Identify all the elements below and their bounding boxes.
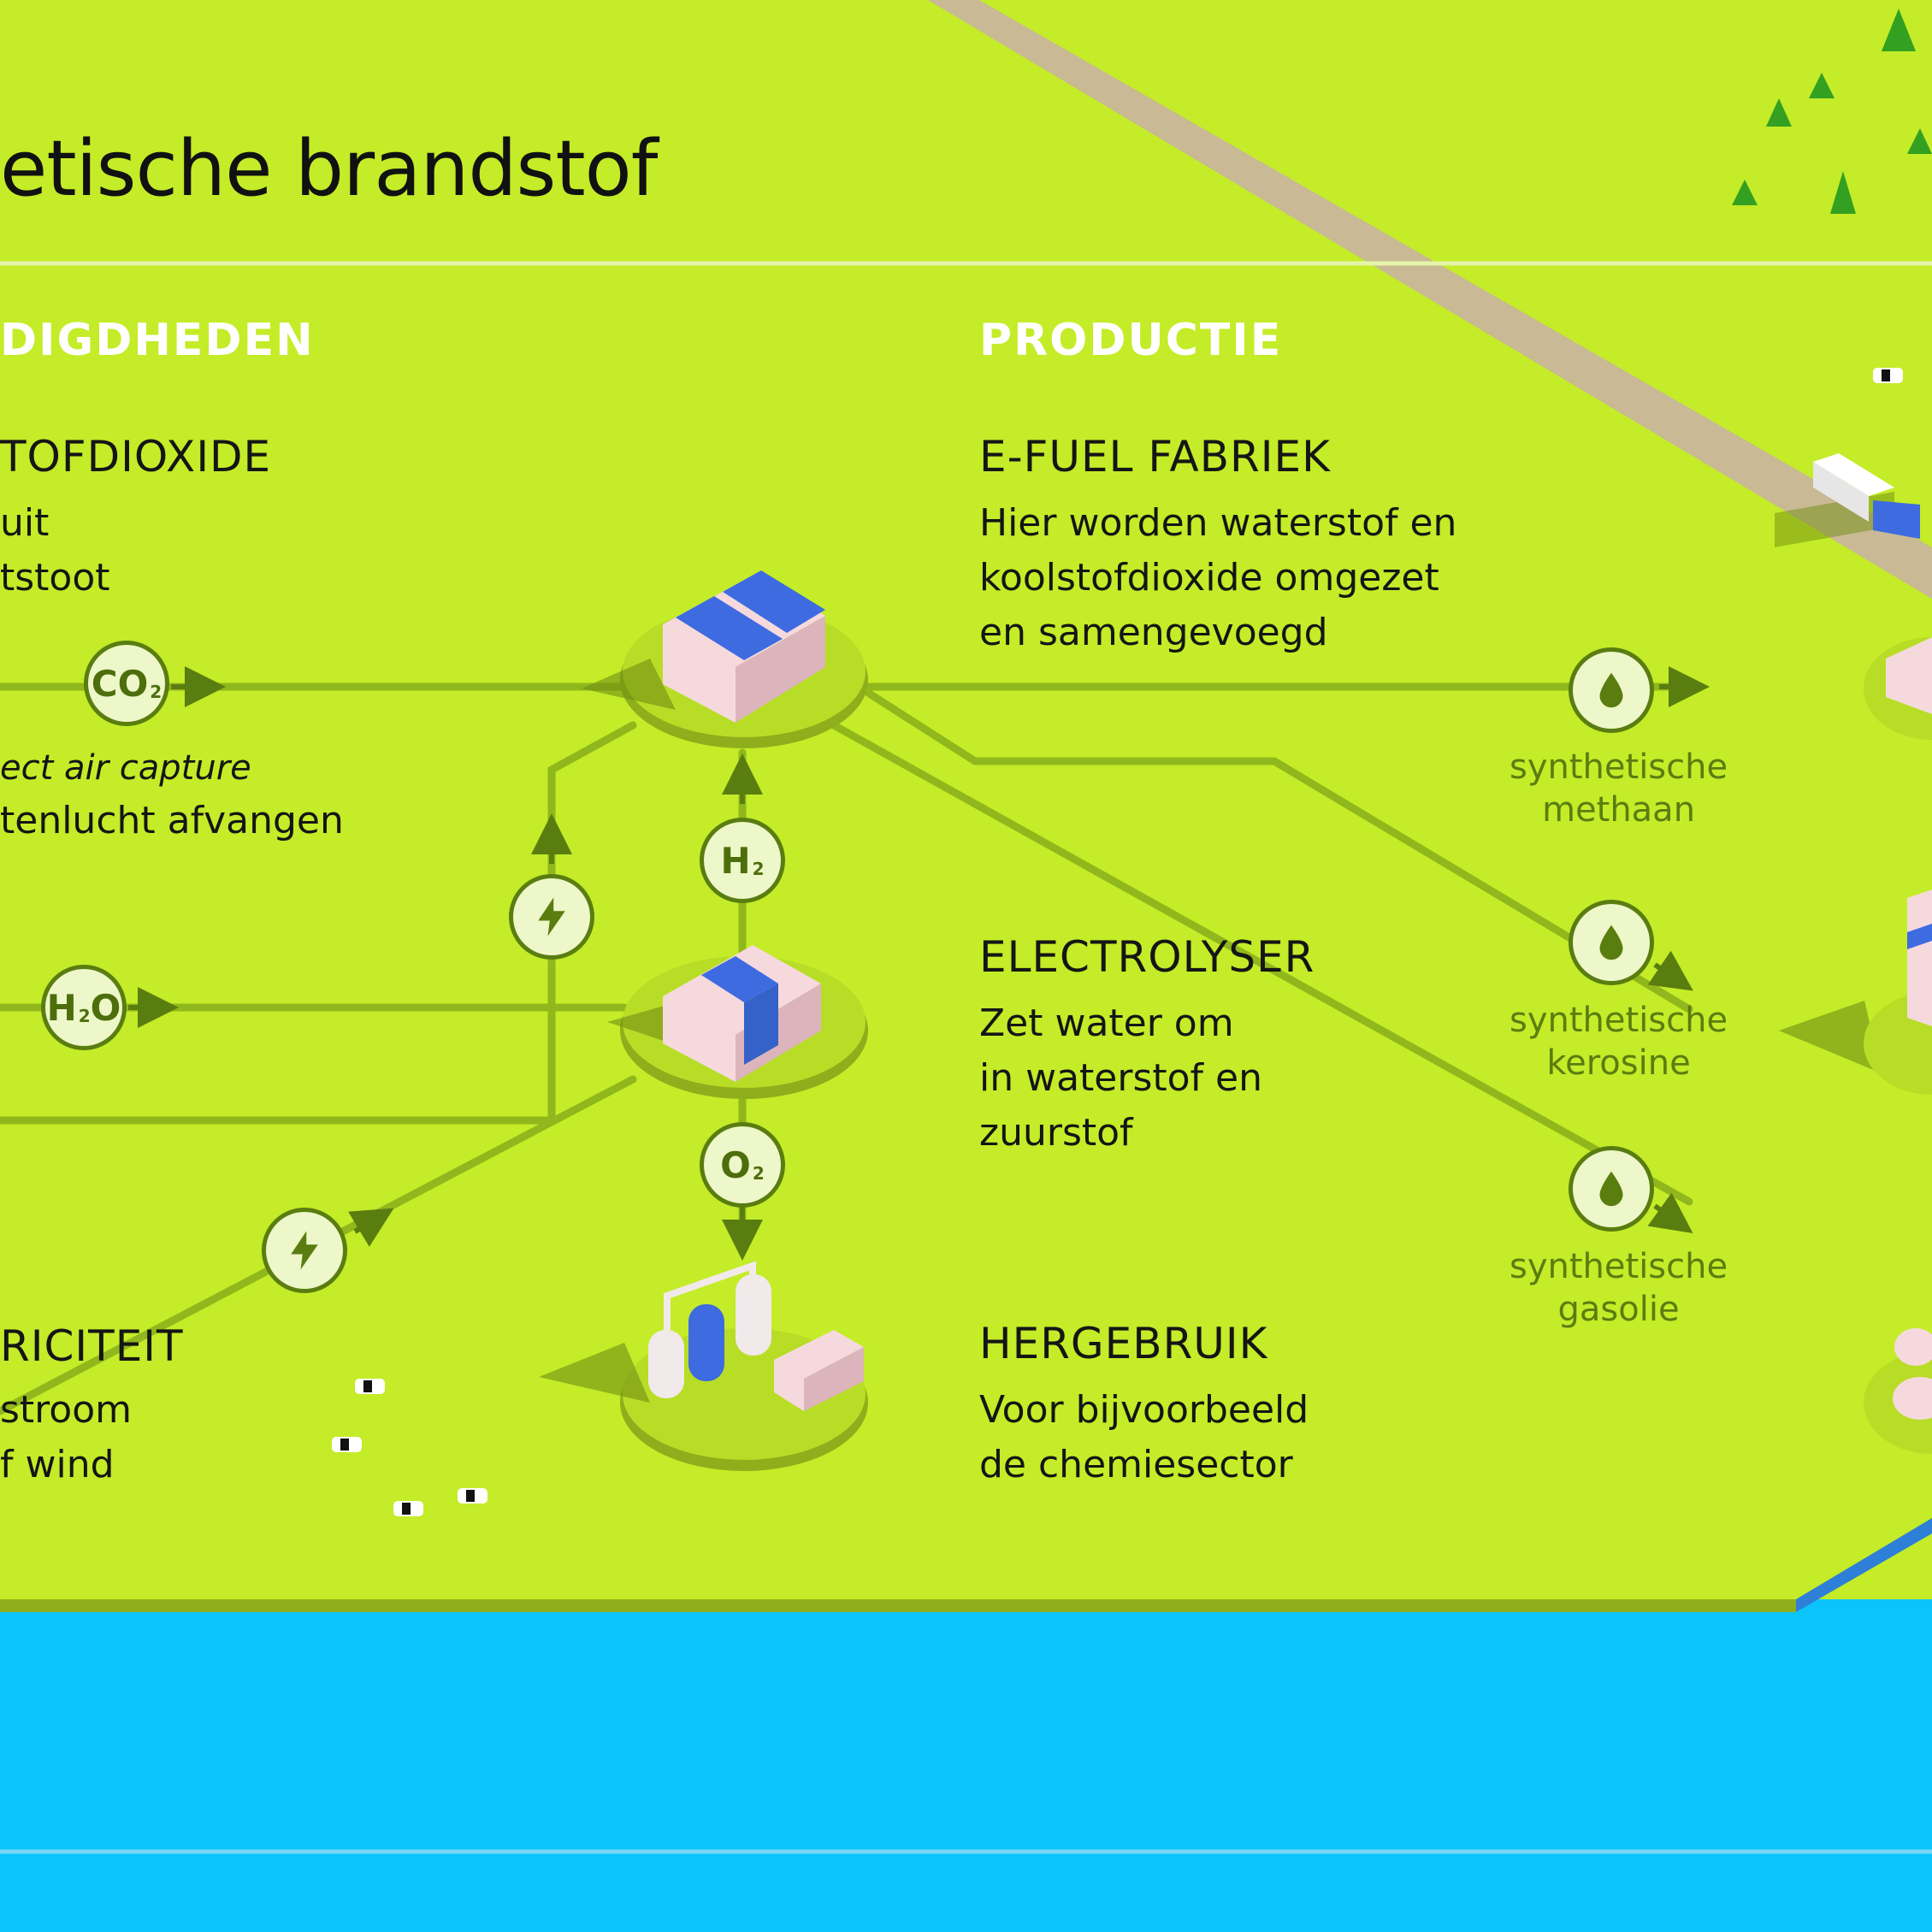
page-title: etische brandstof <box>0 124 658 214</box>
trees <box>1732 9 1932 214</box>
co2-main: CO <box>91 662 149 705</box>
fuel-label-gasolie: synthetische gasolie <box>1510 1247 1728 1329</box>
cows <box>332 368 1903 1516</box>
land-edge <box>0 1599 1796 1612</box>
h2o-sub: 2 <box>78 1006 91 1026</box>
lightning-icon <box>509 874 594 960</box>
electricity-line-2: f wind <box>0 1443 115 1486</box>
drop-icon <box>1569 900 1654 985</box>
drop-icon <box>1569 647 1654 733</box>
section-needs: DIGDHEDEN <box>0 315 315 366</box>
electricity-line-1: stroom <box>0 1388 132 1432</box>
water <box>0 1599 1932 1932</box>
section-production: PRODUCTIE <box>979 315 1283 366</box>
land-edge-right <box>1796 1518 1932 1612</box>
fuel-label-kerosine: synthetische kerosine <box>1510 1001 1728 1083</box>
dac-line: tenlucht afvangen <box>0 799 344 842</box>
dac-italic: ect air capture <box>0 748 251 788</box>
drop-icon <box>1569 1146 1654 1232</box>
co2-line-1: uit <box>0 501 50 545</box>
co2-sub: 2 <box>150 682 162 702</box>
electrolyser-heading: ELECTROLYSER <box>979 932 1315 982</box>
electricity-heading: RICITEIT <box>0 1321 184 1371</box>
h2-main: H <box>720 839 751 882</box>
road <box>928 0 1932 599</box>
reuse-body: Voor bijvoorbeeld de chemiesector <box>979 1388 1309 1486</box>
efuel-body: Hier worden waterstof en koolstofdioxide… <box>979 501 1457 654</box>
h2-sub: 2 <box>752 859 765 879</box>
co2-line-2: tstoot <box>0 556 110 600</box>
truck <box>1775 453 1920 547</box>
fuel-label-methaan: synthetische methaan <box>1510 747 1728 830</box>
reuse-plant <box>539 1261 868 1471</box>
o2-main: O <box>720 1143 751 1186</box>
right-edge-buildings <box>1779 637 1932 1454</box>
o2-sub: 2 <box>752 1163 765 1184</box>
electrolyser-plant <box>607 945 868 1099</box>
h2o-main: H <box>46 986 77 1029</box>
co2-heading: TOFDIOXIDE <box>0 432 272 482</box>
electrolyser-body: Zet water om in waterstof en zuurstof <box>979 1001 1262 1155</box>
efuel-factory <box>582 570 868 748</box>
reuse-heading: HERGEBRUIK <box>979 1319 1268 1368</box>
h2o-mid: O <box>90 986 121 1029</box>
efuel-heading: E-FUEL FABRIEK <box>979 432 1331 482</box>
lightning-icon <box>262 1208 347 1293</box>
